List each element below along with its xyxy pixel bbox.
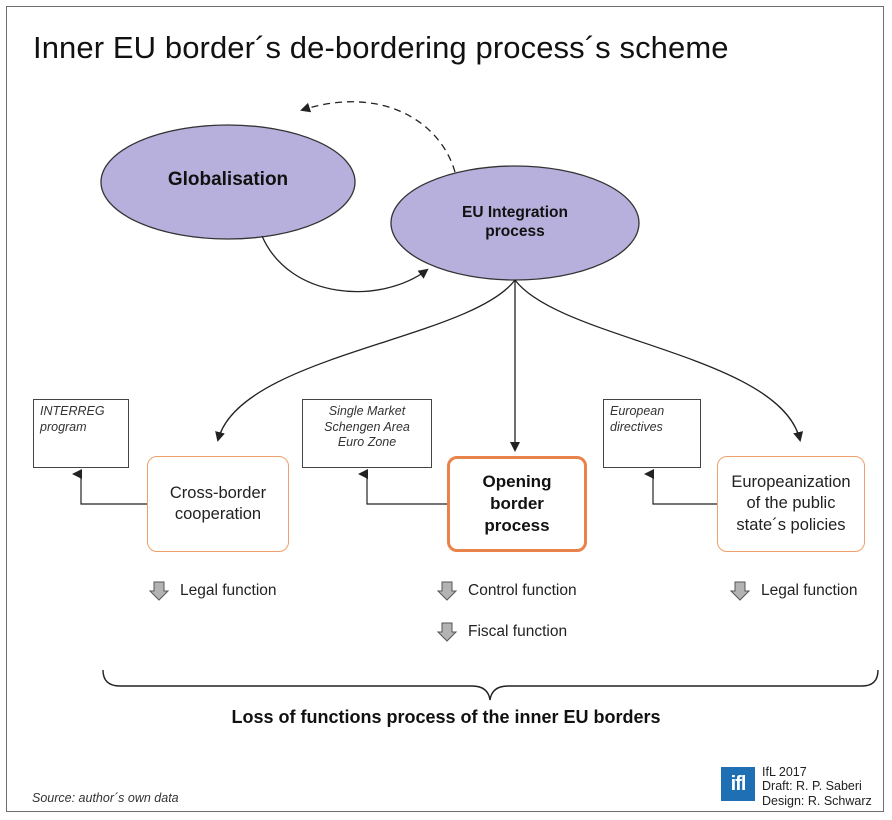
single-market-note-box: Single Market Schengen Area Euro Zone <box>302 399 432 468</box>
legal-function-left-label: Legal function <box>180 582 277 599</box>
bottom-brace <box>102 669 879 701</box>
diagram-frame <box>6 6 884 812</box>
cross-border-to-interreg-connector <box>72 469 147 505</box>
opening-to-single-market-connector <box>358 469 447 505</box>
down-arrow-icon <box>436 622 458 642</box>
legal-function-left: Legal function <box>148 580 277 602</box>
bottom-summary-label: Loss of functions process of the inner E… <box>231 707 661 727</box>
credits-block: IfL 2017 Draft: R. P. Saberi Design: R. … <box>762 765 872 808</box>
globalisation-node <box>100 124 356 240</box>
control-function: Control function <box>436 580 577 602</box>
feedback-arrow-dashed <box>300 101 456 173</box>
down-arrow-icon <box>436 581 458 601</box>
down-arrow-icon <box>148 581 170 601</box>
globalisation-to-eu-arrow <box>261 235 429 293</box>
europeanization-to-directives-connector <box>644 469 717 505</box>
control-function-label: Control function <box>468 582 577 599</box>
legal-function-right: Legal function <box>729 580 858 602</box>
eu-to-cross-border-arrow <box>215 279 516 442</box>
credits-year: IfL 2017 <box>762 765 807 779</box>
directives-note-box: European directives <box>603 399 701 468</box>
diagram-title: Inner EU border´s de-bordering process´s… <box>33 30 729 65</box>
eu-integration-label: EU Integration process <box>462 204 568 241</box>
europeanization-box: Europeanization of the public state´s po… <box>717 456 865 552</box>
down-arrow-icon <box>729 581 751 601</box>
fiscal-function: Fiscal function <box>436 621 567 643</box>
fiscal-function-label: Fiscal function <box>468 623 568 640</box>
legal-function-right-label: Legal function <box>761 582 858 599</box>
globalisation-label: Globalisation <box>167 169 289 190</box>
interreg-note-box: INTERREG program <box>33 399 129 468</box>
eu-to-europeanization-arrow <box>514 279 804 442</box>
cross-border-cooperation-box: Cross-border cooperation <box>147 456 289 552</box>
ifl-logo: ifl <box>721 767 755 801</box>
source-note: Source: author´s own data <box>32 791 179 805</box>
credits-draft: Draft: R. P. Saberi <box>762 779 862 794</box>
credits-design: Design: R. Schwarz <box>762 793 872 808</box>
opening-border-process-box: Opening border process <box>447 456 587 552</box>
